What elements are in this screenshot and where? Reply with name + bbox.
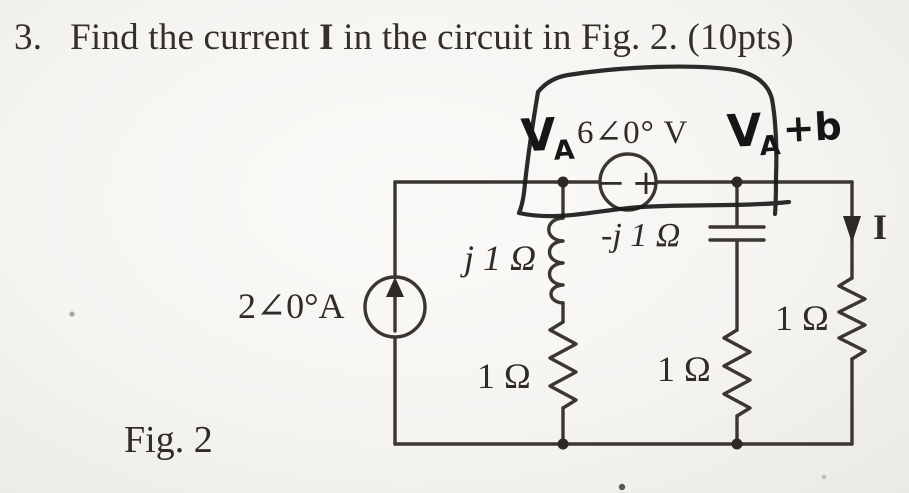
scan-speck-bottom-center (618, 483, 626, 491)
handwritten-loop-left-stroke (516, 89, 541, 216)
problem-number: 3. (14, 17, 43, 58)
handwritten-va-right-sub: A (758, 130, 782, 163)
problem-title: 3. Find the current I in the circuit in F… (14, 16, 874, 59)
resistor-mid-right-label: 1 Ω (657, 349, 711, 389)
voltage-source-label: 6∠0° V (577, 115, 689, 151)
figure-caption: Fig. 2 (124, 419, 213, 461)
handwritten-node-voltage-right: VA+b (725, 103, 843, 162)
handwritten-loop-top-stroke (535, 64, 775, 102)
resistor3-zigzag (837, 276, 867, 361)
problem-current-symbol: I (319, 17, 334, 58)
voltage-source-minus: − (597, 163, 626, 203)
inductor-coil (547, 216, 565, 305)
handwritten-va-left-sub: A (552, 134, 576, 167)
handwritten-va-left-main: V (519, 107, 558, 163)
current-I-arrowhead-icon (843, 216, 861, 243)
capacitor-label: -j 1 Ω (601, 217, 681, 254)
resistor2-zigzag (722, 328, 752, 418)
current-source-arrowhead-icon (386, 277, 404, 297)
problem-text-suffix: in the circuit in Fig. 2. (10pts) (333, 17, 794, 58)
problem-text-prefix: Find the current (70, 17, 320, 58)
node-a-dot (557, 176, 569, 188)
resistor-right-label: 1 Ω (775, 298, 829, 338)
handwritten-va-right-suffix: +b (781, 104, 843, 152)
node-bottom-left-dot (557, 438, 569, 450)
handwritten-loop-bottom-stroke (516, 199, 792, 219)
handwritten-va-right-main: V (725, 103, 764, 158)
resistor-mid-left-label: 1 Ω (477, 356, 531, 396)
voltage-source-plus: + (632, 163, 661, 203)
scan-speck-bottom-right (821, 474, 827, 480)
resistor1-zigzag (548, 320, 578, 410)
node-b-dot (731, 176, 743, 188)
inductor-label: j 1 Ω (464, 238, 537, 278)
node-bottom-right-dot (731, 438, 743, 450)
current-source-label: 2∠0°A (238, 286, 345, 326)
output-current-label: I (873, 207, 888, 247)
handwritten-node-voltage-left: VA (520, 108, 578, 167)
scan-speck-left (69, 311, 75, 317)
